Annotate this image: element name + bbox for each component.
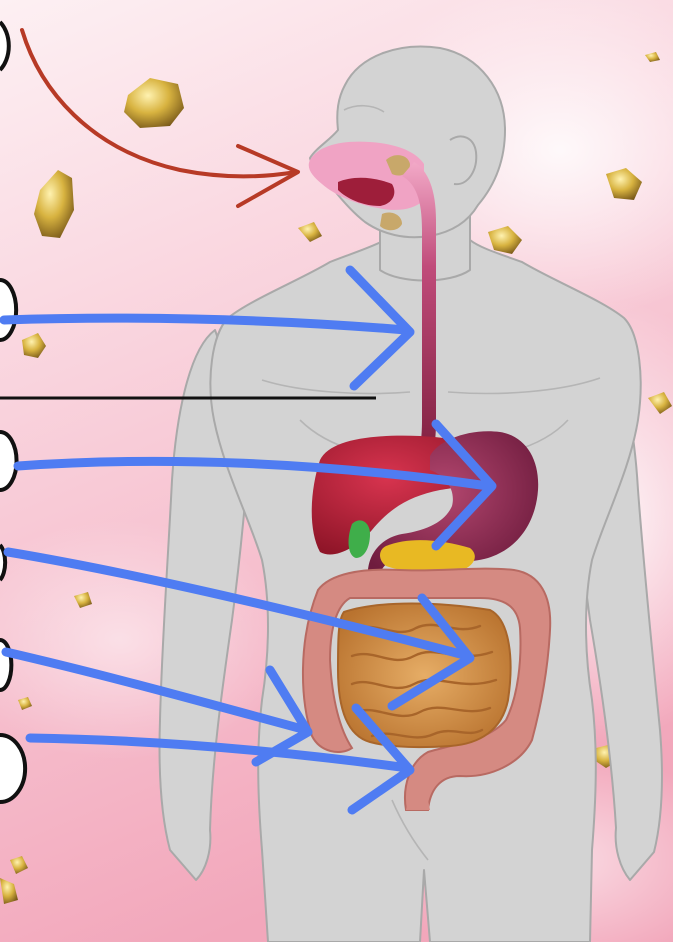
label-bubble-stomach (0, 432, 17, 490)
label-bubble-large-intestine (0, 640, 11, 690)
label-bubble-esophagus (0, 280, 16, 340)
